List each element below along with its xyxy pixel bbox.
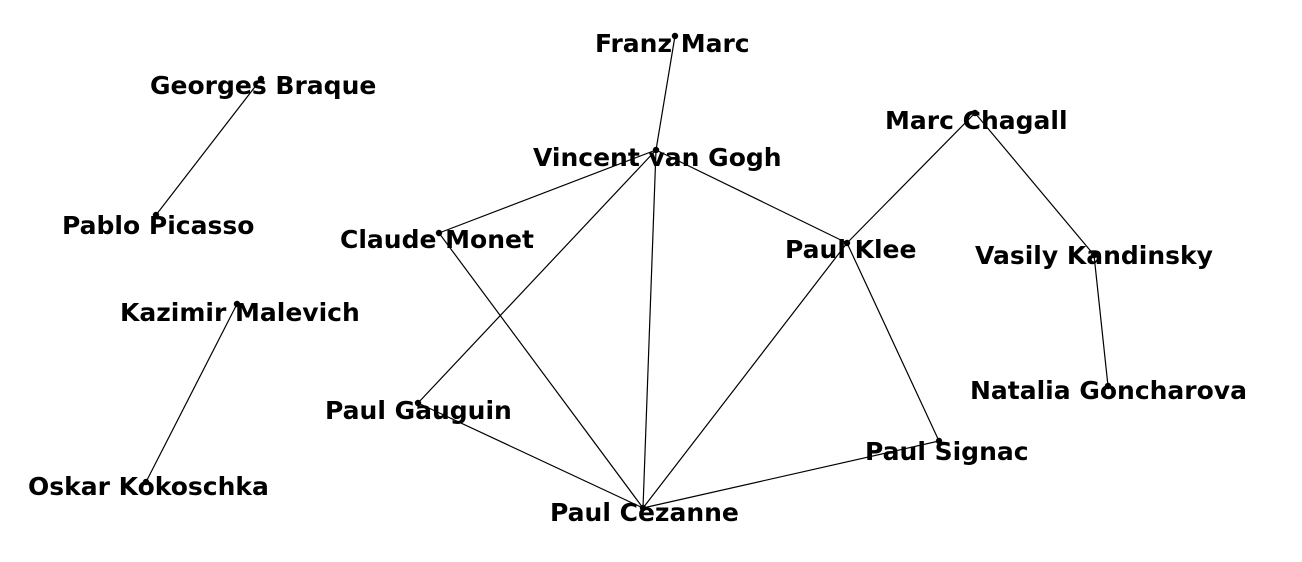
- node-label: Paul Cezanne: [550, 498, 739, 527]
- edge-vincent-van-gogh-paul-gauguin: [417, 149, 657, 404]
- edge-paul-gauguin-paul-cezanne: [417, 402, 644, 509]
- node-pablo-picasso: Pablo Picasso: [62, 211, 254, 240]
- node-label: Vasily Kandinsky: [975, 241, 1213, 270]
- node-franz-marc: Franz Marc: [595, 29, 750, 58]
- node-dot: [843, 239, 851, 247]
- node-dot: [233, 300, 241, 308]
- node-marc-chagall: Marc Chagall: [885, 106, 1068, 135]
- node-label: Paul Signac: [865, 437, 1029, 466]
- edge-georges-braque-pablo-picasso: [155, 78, 262, 216]
- node-dot: [1090, 251, 1098, 259]
- edge-marc-chagall-paul-klee: [846, 112, 976, 244]
- edge-vincent-van-gogh-paul-klee: [655, 149, 848, 244]
- edge-claude-monet-paul-cezanne: [438, 232, 644, 509]
- node-label: Vincent van Gogh: [533, 143, 782, 172]
- edges-layer: [145, 35, 1109, 509]
- node-kazimir-malevich: Kazimir Malevich: [120, 298, 360, 327]
- node-paul-gauguin: Paul Gauguin: [325, 396, 512, 425]
- node-oskar-kokoschka: Oskar Kokoschka: [28, 472, 269, 501]
- node-dot: [435, 229, 443, 237]
- node-dot: [971, 109, 979, 117]
- node-label: Georges Braque: [150, 71, 376, 100]
- edge-paul-klee-paul-signac: [846, 242, 940, 442]
- node-dot: [1104, 382, 1112, 390]
- node-vasily-kandinsky: Vasily Kandinsky: [975, 241, 1213, 270]
- node-paul-cezanne: Paul Cezanne: [550, 498, 739, 527]
- node-dot: [142, 478, 150, 486]
- node-label: Oskar Kokoschka: [28, 472, 269, 501]
- node-dot: [152, 211, 160, 219]
- node-dot: [639, 504, 647, 512]
- node-label: Pablo Picasso: [62, 211, 254, 240]
- node-paul-signac: Paul Signac: [865, 437, 1029, 466]
- node-vincent-van-gogh: Vincent van Gogh: [533, 143, 782, 172]
- node-claude-monet: Claude Monet: [340, 225, 534, 254]
- node-dot: [257, 75, 265, 83]
- node-dot: [671, 32, 679, 40]
- node-paul-klee: Paul Klee: [785, 235, 916, 264]
- edge-franz-marc-vincent-van-gogh: [655, 35, 676, 151]
- node-label: Paul Klee: [785, 235, 916, 264]
- edge-vincent-van-gogh-claude-monet: [438, 149, 657, 234]
- node-dot: [935, 437, 943, 445]
- node-dot: [414, 399, 422, 407]
- node-georges-braque: Georges Braque: [150, 71, 376, 100]
- node-label: Claude Monet: [340, 225, 534, 254]
- edge-vincent-van-gogh-paul-cezanne: [642, 149, 657, 509]
- node-label: Marc Chagall: [885, 106, 1068, 135]
- edge-vasily-kandinsky-natalia-goncharova: [1093, 254, 1109, 387]
- edge-paul-klee-paul-cezanne: [642, 242, 848, 509]
- node-natalia-goncharova: Natalia Goncharova: [970, 376, 1247, 405]
- edge-paul-signac-paul-cezanne: [642, 440, 940, 509]
- node-label: Natalia Goncharova: [970, 376, 1247, 405]
- edge-marc-chagall-vasily-kandinsky: [974, 112, 1095, 256]
- edge-kazimir-malevich-oskar-kokoschka: [145, 303, 238, 483]
- node-label: Paul Gauguin: [325, 396, 512, 425]
- node-dot: [652, 146, 660, 154]
- node-label: Kazimir Malevich: [120, 298, 360, 327]
- node-label: Franz Marc: [595, 29, 750, 58]
